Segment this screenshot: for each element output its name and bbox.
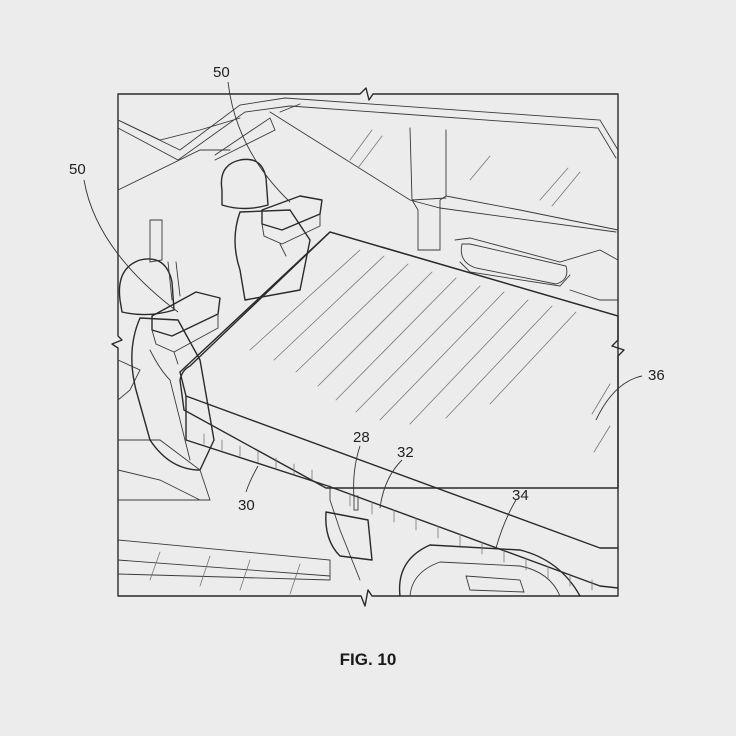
ref-50-upper: 50 (213, 64, 230, 81)
ref-34: 34 (512, 487, 529, 504)
leader-50-upper (227, 81, 291, 203)
ref-32: 32 (397, 444, 414, 461)
rear-seats (118, 158, 581, 597)
leader-36 (595, 375, 643, 421)
ref-36: 36 (648, 367, 665, 384)
drawing-frame (111, 87, 625, 607)
leader-50-left (83, 179, 179, 313)
ref-28: 28 (353, 429, 370, 446)
mattress (179, 231, 619, 591)
figure-caption: FIG. 10 (339, 650, 397, 669)
leader-32 (379, 459, 403, 509)
mattress-top-hatching (249, 249, 611, 453)
leader-30 (245, 465, 259, 493)
ref-30: 30 (238, 497, 255, 514)
reference-callouts: 50 50 36 28 32 30 34 (69, 64, 665, 549)
ref-50-left: 50 (69, 161, 86, 178)
leader-34 (495, 499, 517, 549)
leader-28 (353, 445, 361, 499)
mattress-side-ticks (203, 433, 593, 591)
